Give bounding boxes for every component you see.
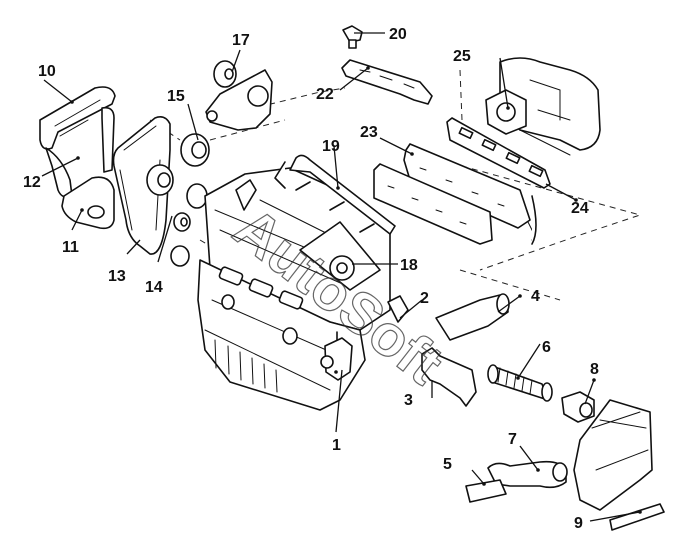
intake-duct-5: [465, 479, 507, 503]
callout-4: 4: [531, 288, 540, 305]
fuel-rail: [274, 154, 396, 235]
timing-cover-upper: [39, 86, 116, 173]
callout-1: 1: [332, 437, 341, 454]
distributor: [299, 221, 381, 291]
callout-6: 6: [542, 339, 551, 356]
callout-labels: 10 12 11 13 14 15 17 18 19 20 22 23 24 2…: [23, 26, 599, 532]
callout-18: 18: [400, 257, 418, 274]
timing-cover-lower: [61, 176, 115, 230]
callout-2: 2: [420, 290, 429, 307]
idler-pulley: [146, 164, 174, 196]
intake-manifold: [373, 143, 537, 245]
hose-union: [561, 391, 595, 423]
callout-5: 5: [443, 456, 452, 473]
air-filter-box: [573, 399, 665, 531]
callout-leaders: [41, 32, 641, 522]
tensioner-pulley: [180, 133, 210, 167]
pressure-sensor: [342, 25, 363, 49]
callout-9: 9: [574, 515, 583, 532]
exhaust-manifold: [485, 57, 601, 156]
callout-8: 8: [590, 361, 599, 378]
callout-7: 7: [508, 431, 517, 448]
exhaust-gasket: [446, 117, 551, 189]
callout-25: 25: [453, 48, 471, 65]
callout-20: 20: [389, 26, 407, 43]
callout-11: 11: [62, 239, 79, 256]
sensor-bracket: [341, 59, 433, 105]
callout-23: 23: [360, 124, 378, 141]
callout-15: 15: [167, 88, 185, 105]
engine-block: [197, 259, 366, 411]
callout-24: 24: [571, 200, 589, 217]
corrugated-hose: [487, 364, 553, 402]
callout-19: 19: [322, 138, 340, 155]
callout-14: 14: [145, 279, 163, 296]
callout-12: 12: [23, 174, 41, 191]
water-pump: [205, 60, 273, 131]
mounting-bracket: [421, 347, 477, 407]
callout-3: 3: [404, 392, 413, 409]
callout-13: 13: [108, 268, 126, 285]
thermostat-housing: [320, 331, 353, 381]
roller-14: [170, 212, 191, 267]
intake-duct-7: [487, 460, 568, 489]
leader-dots: [70, 66, 642, 514]
callout-22: 22: [316, 86, 334, 103]
callout-17: 17: [232, 32, 250, 49]
callout-10: 10: [38, 63, 56, 80]
